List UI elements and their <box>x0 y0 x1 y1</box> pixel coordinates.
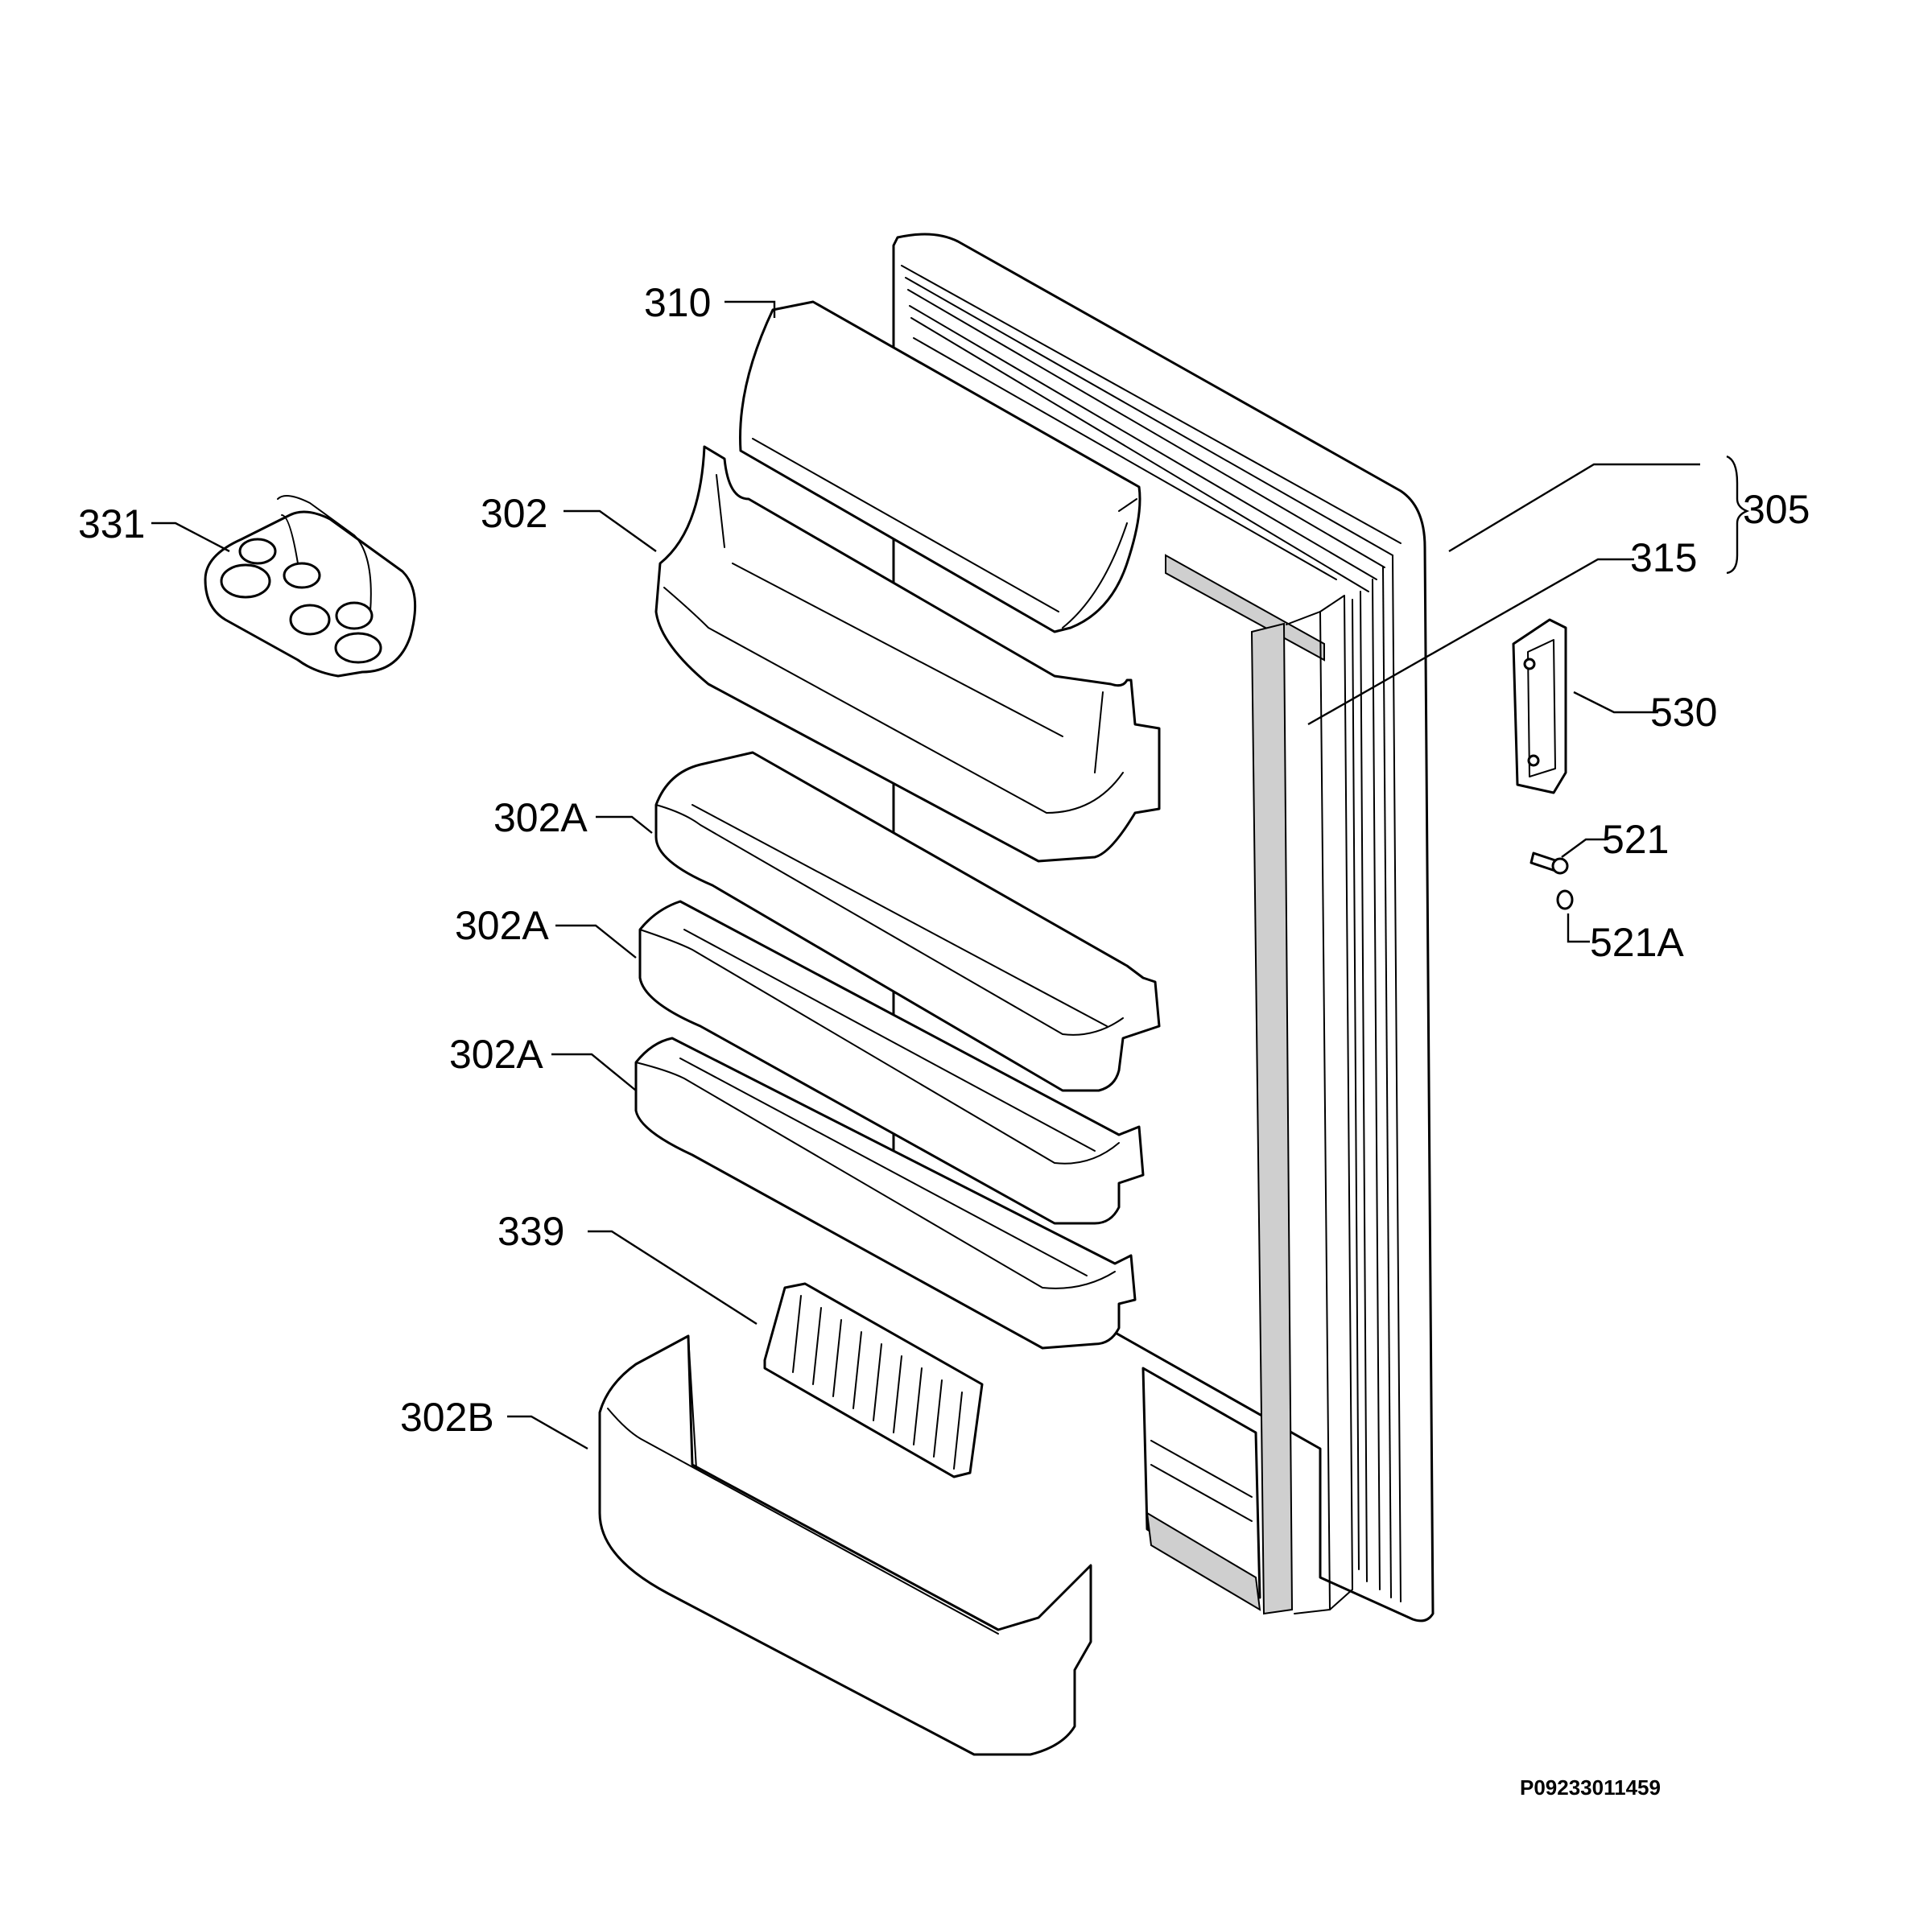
label-315: 315 <box>1630 535 1697 580</box>
part-302b-shelf <box>598 1334 1092 1756</box>
part-521-screw <box>1530 851 1569 875</box>
part-530-hinge <box>1512 618 1567 794</box>
part-310-flap <box>739 300 1141 633</box>
part-302-shelf <box>654 445 1161 863</box>
label-302a-3: 302A <box>449 1032 543 1077</box>
part-302a-shelf-1 <box>654 751 1161 1092</box>
part-521a-washer <box>1556 889 1574 910</box>
label-302a-1: 302A <box>493 795 588 840</box>
part-331-egg-tray <box>204 495 417 678</box>
label-310: 310 <box>644 280 711 325</box>
label-305: 305 <box>1743 487 1810 532</box>
part-labels: 310 302 331 302A 302A 302A 339 302B 305 … <box>78 280 1810 1800</box>
label-530: 530 <box>1650 690 1717 735</box>
label-521a: 521A <box>1590 920 1684 965</box>
label-339: 339 <box>497 1209 564 1254</box>
part-339-bottle-rack <box>763 1282 984 1478</box>
drawing-code: P09233011459 <box>1520 1775 1661 1800</box>
door-gasket <box>1146 554 1353 1615</box>
part-302a-shelf-3 <box>634 1037 1137 1350</box>
leader-lines <box>151 300 1750 1450</box>
part-302a-shelf-2 <box>638 900 1145 1225</box>
label-302a-2: 302A <box>455 903 549 948</box>
label-302: 302 <box>481 491 547 536</box>
label-331: 331 <box>78 501 145 546</box>
label-521: 521 <box>1602 817 1669 862</box>
label-302b: 302B <box>400 1395 494 1440</box>
